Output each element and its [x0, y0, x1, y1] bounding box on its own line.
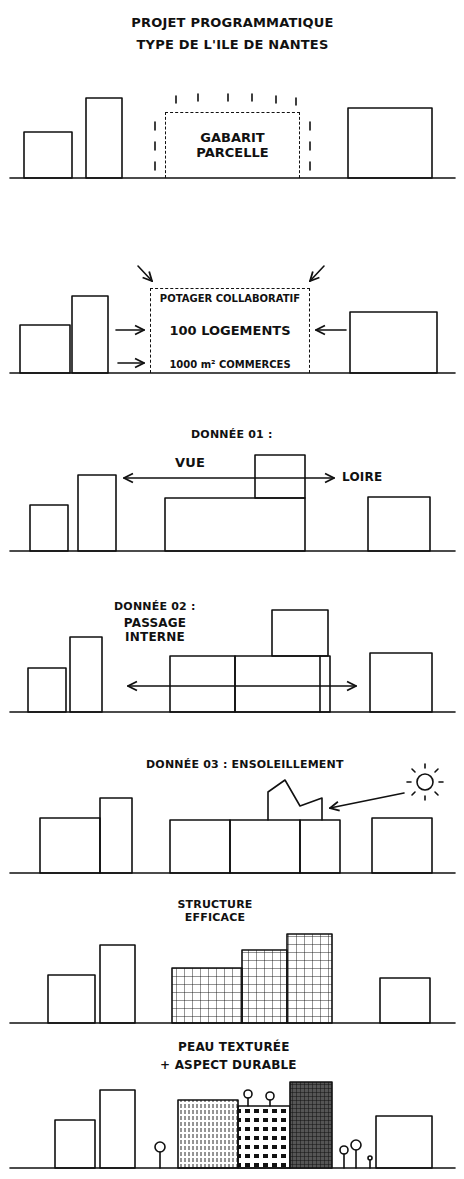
- node-text: 1000 m² COMMERCES: [169, 359, 290, 371]
- building: [20, 325, 70, 373]
- panel-6: [10, 934, 455, 1023]
- arrow: [310, 266, 324, 281]
- textured-facade: [178, 1100, 238, 1168]
- dashed-plot-box: POTAGER COLLABORATIF 100 LOGEMENTS 1000 m²…: [150, 288, 310, 373]
- tick-marks: [155, 94, 310, 170]
- building: [368, 497, 430, 551]
- node-text: GABARIT PARCELLE: [188, 131, 278, 161]
- building: [372, 818, 432, 873]
- sketch-label: VUE: [175, 455, 205, 471]
- diagram-title: PROJET PROGRAMMATIQUE TYPE DE L'ILE DE N…: [125, 12, 340, 56]
- textured-facade: [238, 1106, 290, 1168]
- node-text: 100 LOGEMENTS: [169, 324, 290, 339]
- building: [348, 108, 432, 178]
- structure-grid: [172, 968, 242, 1023]
- tower: [255, 455, 305, 498]
- building: [100, 1090, 135, 1168]
- sketch-label: STRUCTURE EFFICACE: [169, 898, 261, 924]
- building: [376, 1116, 432, 1168]
- tree: [351, 1140, 361, 1150]
- panel-3: [10, 455, 455, 551]
- building: [72, 296, 108, 373]
- panel-4: [10, 610, 455, 712]
- sloped-roof-building: [268, 780, 322, 820]
- tree-trunks: [160, 1098, 356, 1168]
- sketch-label: DONNÉE 02 :: [114, 600, 196, 613]
- building: [350, 312, 437, 373]
- arrow: [118, 362, 144, 364]
- building: [230, 820, 300, 873]
- dashed-plot-box: GABARIT PARCELLE: [165, 112, 300, 178]
- building: [24, 132, 72, 178]
- building: [370, 653, 432, 712]
- tree: [340, 1146, 348, 1154]
- roof-plant: [244, 1090, 252, 1098]
- building: [78, 475, 116, 551]
- passage-arrow: [128, 685, 356, 687]
- sun: [417, 774, 433, 790]
- structure-grid: [242, 950, 287, 1023]
- sketch-label: LOIRE: [342, 470, 382, 484]
- building: [100, 945, 135, 1023]
- sun-arrow: [330, 793, 404, 808]
- sketch-label: DONNÉE 03 : ENSOLEILLEMENT: [146, 758, 344, 771]
- building: [170, 820, 230, 873]
- roof-plant: [266, 1092, 274, 1100]
- building: [55, 1120, 95, 1168]
- arrow: [116, 329, 144, 331]
- building: [380, 978, 430, 1023]
- building: [272, 610, 328, 656]
- building: [235, 656, 330, 712]
- structure-grid: [287, 934, 332, 1023]
- view-arrow: [124, 477, 334, 479]
- building: [300, 820, 340, 873]
- building: [70, 637, 102, 712]
- building: [30, 505, 68, 551]
- arrow: [316, 329, 346, 331]
- building: [86, 98, 122, 178]
- building-edge: [319, 656, 321, 712]
- panel-1: [10, 94, 455, 178]
- building: [40, 818, 100, 873]
- panel-7: [10, 1082, 455, 1168]
- panel-2: [10, 266, 455, 373]
- textured-facade: [290, 1082, 332, 1168]
- sketch-label: DONNÉE 01 :: [191, 428, 273, 441]
- arrow: [138, 266, 152, 281]
- building: [170, 656, 235, 712]
- building: [48, 975, 95, 1023]
- building: [100, 798, 132, 873]
- sun-rays: [407, 764, 443, 800]
- building: [165, 498, 305, 551]
- tree: [155, 1142, 165, 1152]
- sketch-label: PEAU TEXTURÉE: [178, 1040, 290, 1054]
- node-text: POTAGER COLLABORATIF: [160, 293, 300, 305]
- panel-5: [10, 764, 455, 873]
- building: [28, 668, 66, 712]
- sketch-label: PASSAGE INTERNE: [113, 616, 197, 645]
- sketch-label: + ASPECT DURABLE: [160, 1058, 297, 1072]
- person: [369, 1160, 371, 1168]
